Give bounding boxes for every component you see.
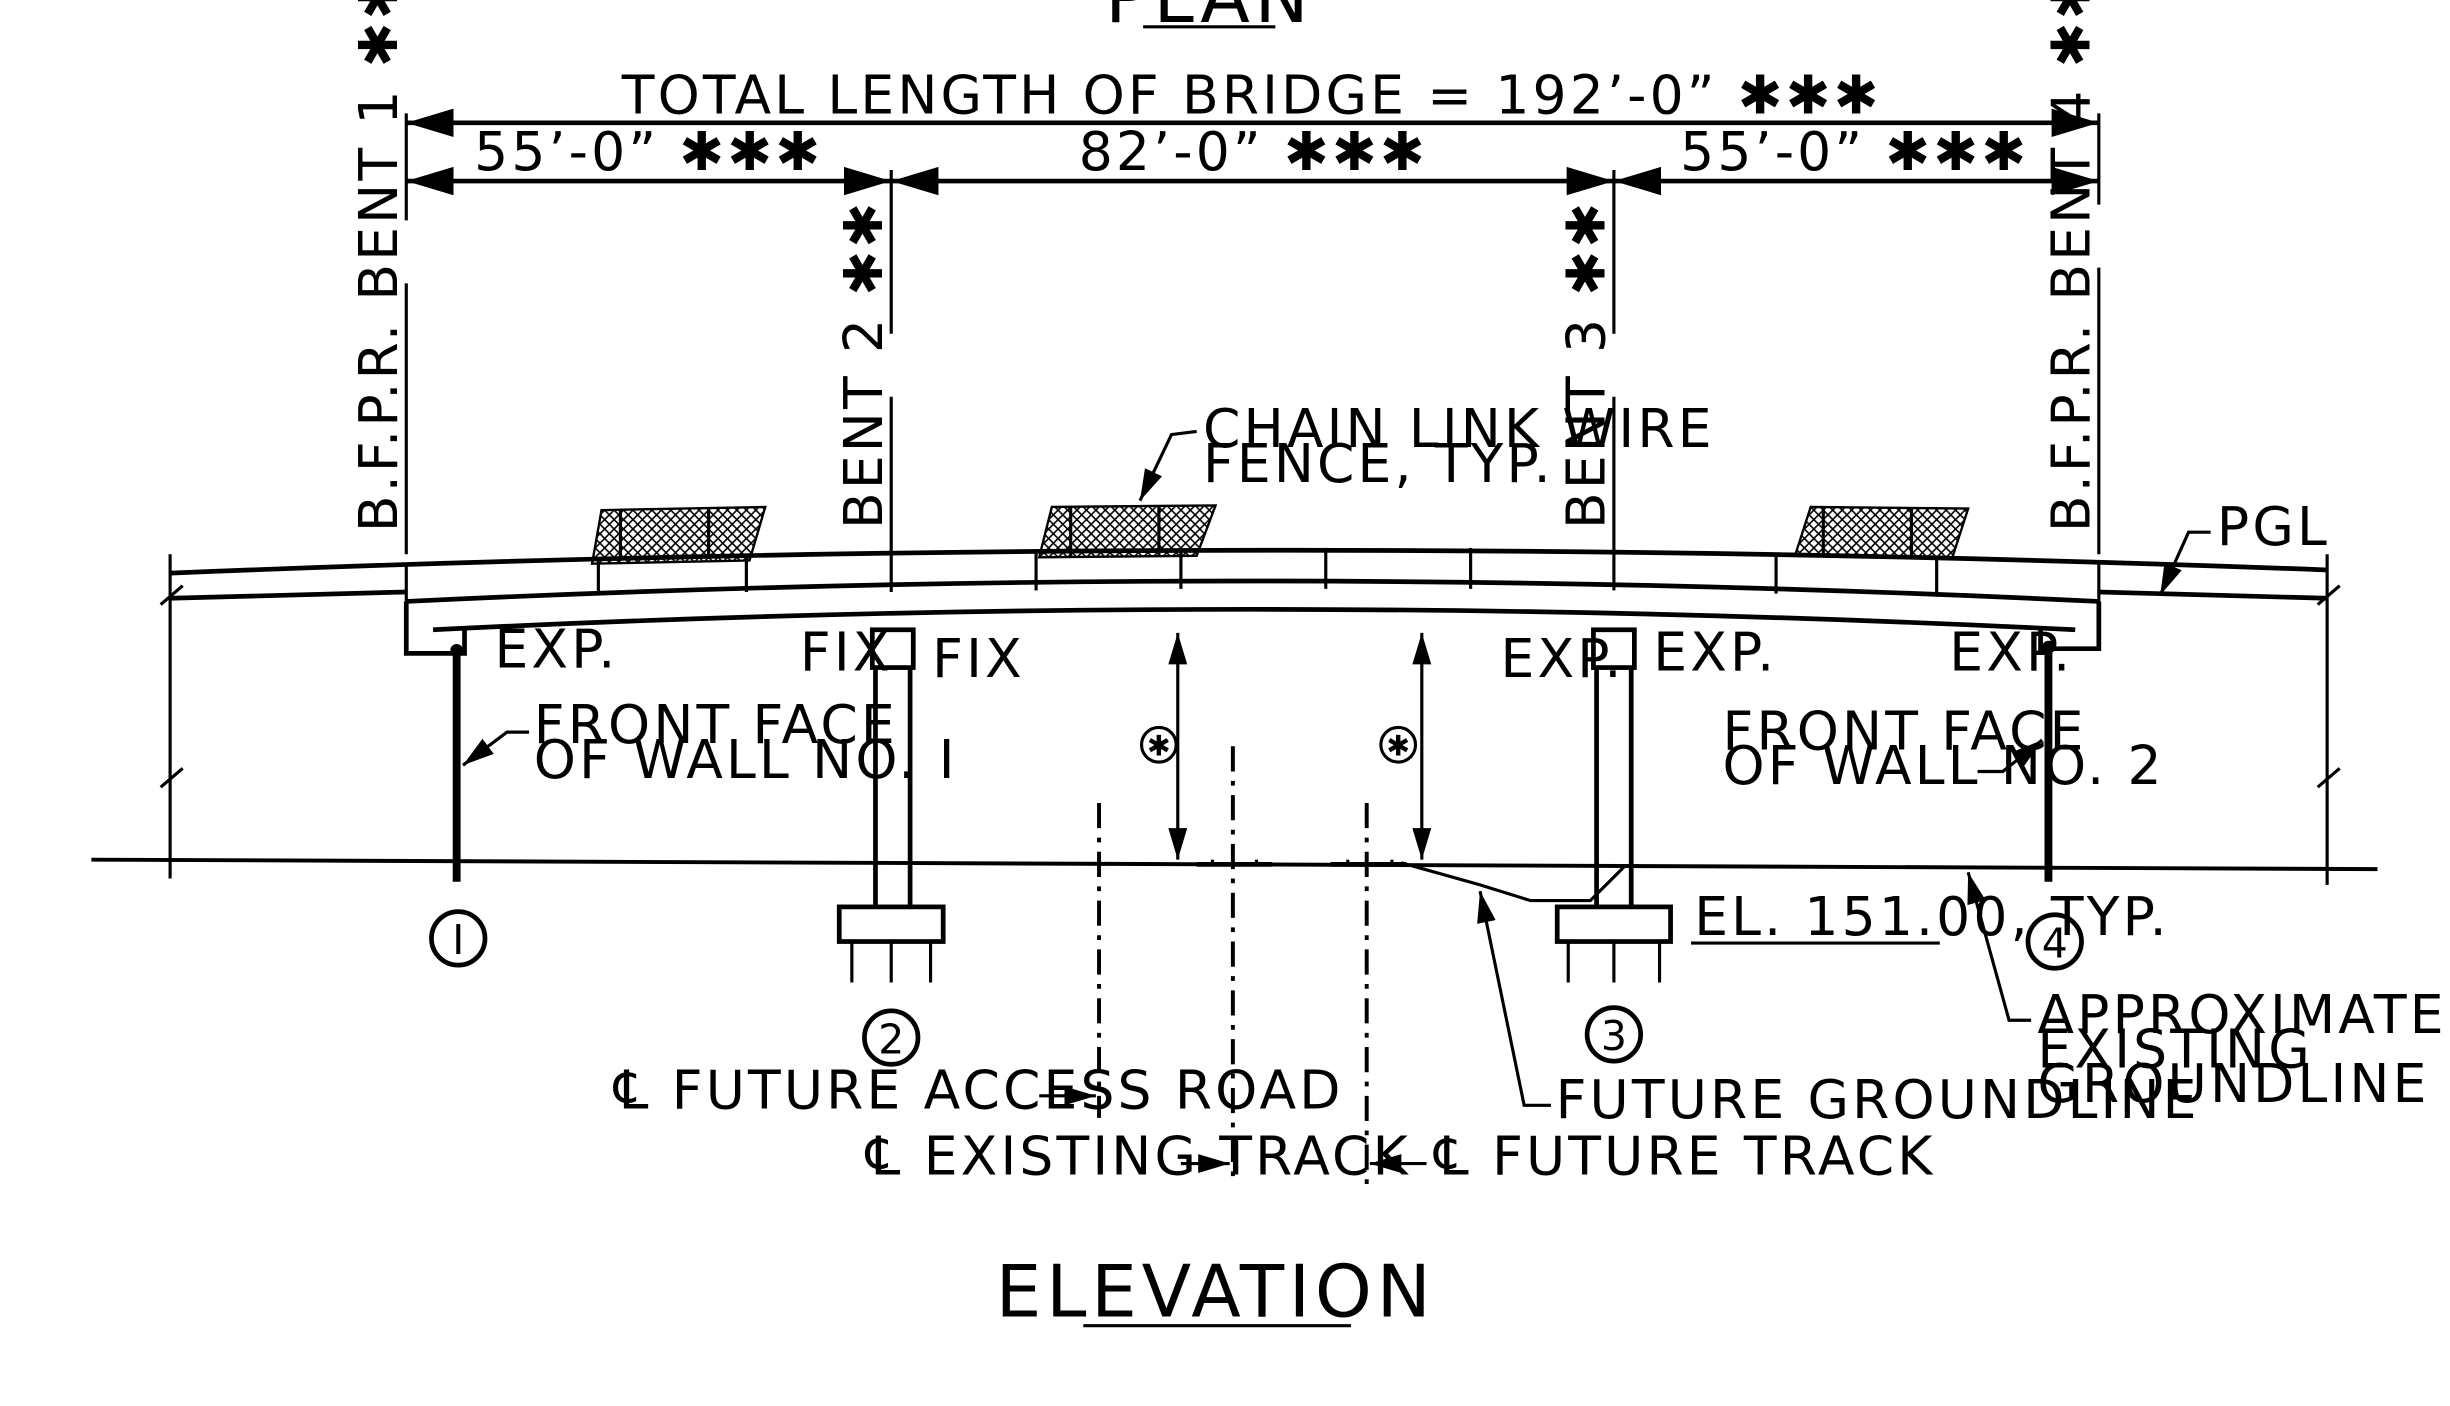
wall2-note-line2: OF WALL NO. 2 — [1723, 734, 2165, 797]
bent4-bubble — [2025, 912, 2084, 971]
bent2-label: BENT 2 ✱✱ — [832, 200, 895, 529]
fence-note-line1: CHAIN LINK WIRE — [1203, 397, 1715, 460]
bent2-fix-right-label: FIX — [932, 627, 1025, 690]
approach-slab-left — [170, 589, 407, 601]
pgl-leader — [2158, 530, 2211, 596]
plan-title: PLAN — [1105, 0, 1313, 40]
bent2-bubble — [862, 1008, 921, 1067]
bent1-label: B.F.P.R. BENT 1 ✱✱ — [347, 0, 410, 532]
wall2-leader — [1977, 738, 2044, 774]
girder-bottom-line — [432, 606, 2076, 633]
deck-top-line — [170, 547, 2328, 576]
pgl-label: PGL — [2217, 495, 2330, 558]
bent2-column — [836, 627, 946, 983]
bent1-bubble-number: I — [452, 916, 464, 964]
bent1-exp-label: EXP. — [494, 618, 618, 681]
fence-left — [590, 505, 767, 565]
span1-label: 55’-0” ✱✱✱ — [474, 120, 823, 183]
span2-label: 82’-0” ✱✱✱ — [1079, 120, 1428, 183]
approx-groundline-line3: GROUNDLINE — [2037, 1052, 2429, 1115]
approx-groundline-line1: APPROXIMATE — [2037, 983, 2446, 1046]
future-access-road-label: ℄ FUTURE ACCESS ROAD — [612, 1058, 1344, 1121]
elevation-callout: EL. 151.00, TYP. — [1694, 885, 2170, 948]
future-groundline-label: FUTURE GROUNDLINE — [1556, 1068, 2200, 1131]
fence-note-line2: FENCE, TYP. — [1203, 432, 1554, 495]
bent1-bubble — [429, 909, 488, 968]
wall1-leader — [462, 730, 530, 767]
future-track-label: ℄ FUTURE TRACK — [1432, 1125, 1935, 1188]
break-line-right — [2316, 554, 2341, 885]
bent4-label: B.F.P.R. BENT 4 ✱✱ — [2039, 0, 2102, 532]
approach-slab-right — [2098, 589, 2328, 601]
fence-leader — [1138, 429, 1197, 502]
future-groundline-profile — [1400, 861, 1627, 903]
clearance-symbol-left: ✱ — [1147, 730, 1171, 763]
bent3-label: BENT 3 ✱✱ — [1554, 200, 1617, 529]
deck-slab-bottom — [406, 578, 2099, 604]
wall1-note-line1: FRONT FACE — [534, 693, 898, 756]
wall2-note-line1: FRONT FACE — [1723, 699, 2087, 762]
bent3-exp-left-label: EXP. — [1501, 627, 1625, 690]
clearance-note-bubble-right — [1379, 725, 1418, 764]
abutment-cap-right — [2038, 601, 2102, 652]
bent3-exp-right-label: EXP. — [1653, 621, 1777, 684]
wall2-bearing — [2042, 640, 2055, 654]
approx-groundline-leader — [1966, 871, 2032, 1022]
elevation-title: ELEVATION — [996, 1250, 1436, 1334]
fence-right — [1793, 505, 1970, 559]
break-line-left — [159, 554, 184, 879]
clearance-symbol-right: ✱ — [1386, 730, 1410, 763]
bent4-exp-label: EXP. — [1949, 621, 2073, 684]
total-length-label: TOTAL LENGTH OF BRIDGE = 192’-0” ✱✱✱ — [621, 63, 1882, 126]
bent3-bubble — [1584, 1005, 1644, 1064]
bent3-bubble-number: 3 — [1601, 1012, 1627, 1060]
clearance-note-bubble-left — [1139, 725, 1178, 764]
span3-label: 55’-0” ✱✱✱ — [1680, 120, 2029, 183]
existing-track-label: ℄ EXISTING TRACK — [864, 1125, 1411, 1188]
bent2-fix-left-label: FIX — [800, 621, 893, 684]
approx-groundline-line2: EXISTING — [2037, 1017, 2312, 1080]
wall1-note-line2: OF WALL NO. I — [534, 728, 958, 791]
wall1-bearing — [450, 643, 463, 657]
bent4-bubble-number: 4 — [2042, 919, 2068, 967]
future-groundline-leader — [1477, 890, 1551, 1107]
abutment-cap-left — [403, 601, 467, 656]
bent2-bubble-number: 2 — [878, 1015, 904, 1063]
fence-center — [1037, 504, 1218, 559]
